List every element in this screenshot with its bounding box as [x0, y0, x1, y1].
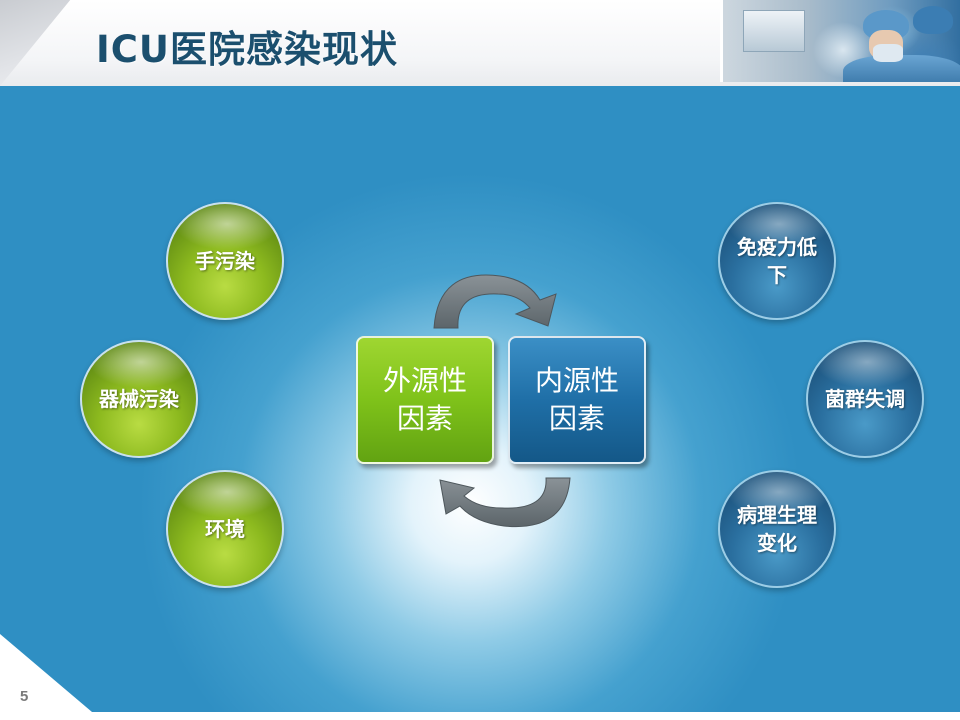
- external-factor-label: 环境: [205, 517, 245, 541]
- external-factor-node: 环境: [166, 470, 284, 588]
- external-factor-label: 手污染: [195, 249, 255, 273]
- internal-factor-node: 病理生理变化: [718, 470, 836, 588]
- internal-factor-label: 菌群失调: [825, 387, 905, 411]
- top-cycle-arrow: [433, 274, 557, 329]
- internal-factors-box: 内源性 因素: [508, 336, 646, 464]
- surgeons-photo: [720, 0, 960, 82]
- external-factor-node: 手污染: [166, 202, 284, 320]
- external-factor-node: 器械污染: [80, 340, 198, 458]
- page-number: 5: [20, 688, 29, 705]
- slide-title: ICU医院感染现状: [96, 28, 398, 71]
- external-factor-label: 器械污染: [99, 387, 179, 411]
- internal-factor-label: 免疫力低下: [737, 235, 817, 287]
- external-factors-box: 外源性 因素: [356, 336, 494, 464]
- internal-factor-node: 免疫力低下: [718, 202, 836, 320]
- bottom-cycle-arrow: [439, 477, 571, 528]
- internal-factors-label: 内源性 因素: [534, 364, 619, 435]
- internal-factor-label: 病理生理变化: [737, 503, 817, 555]
- external-factors-label: 外源性 因素: [382, 364, 467, 435]
- internal-factor-node: 菌群失调: [806, 340, 924, 458]
